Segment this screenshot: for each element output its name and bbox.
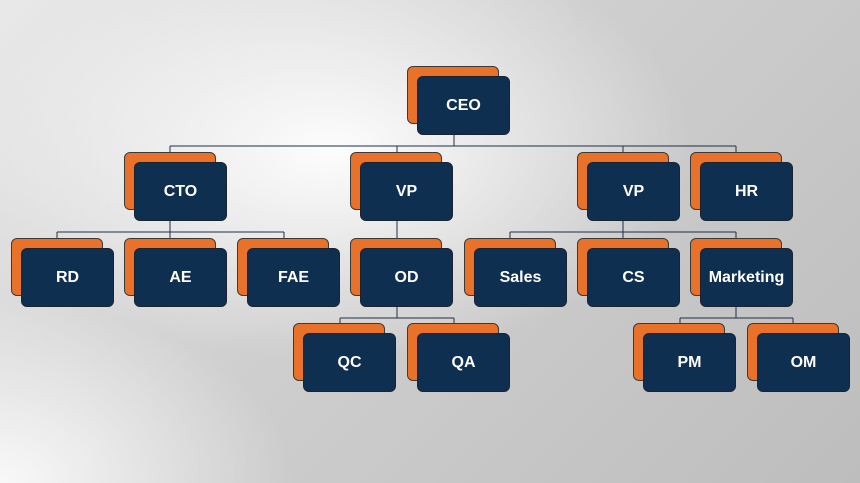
node-label: Sales bbox=[474, 248, 567, 307]
node-label: CEO bbox=[417, 76, 510, 135]
node-label: OD bbox=[360, 248, 453, 307]
node-label: RD bbox=[21, 248, 114, 307]
node-label: QA bbox=[417, 333, 510, 392]
node-label: Marketing bbox=[700, 248, 793, 307]
node-label: FAE bbox=[247, 248, 340, 307]
node-label: AE bbox=[134, 248, 227, 307]
node-label: OM bbox=[757, 333, 850, 392]
node-label: HR bbox=[700, 162, 793, 221]
node-label: VP bbox=[587, 162, 680, 221]
node-label: QC bbox=[303, 333, 396, 392]
node-label: CTO bbox=[134, 162, 227, 221]
node-label: CS bbox=[587, 248, 680, 307]
node-label: PM bbox=[643, 333, 736, 392]
node-label: VP bbox=[360, 162, 453, 221]
